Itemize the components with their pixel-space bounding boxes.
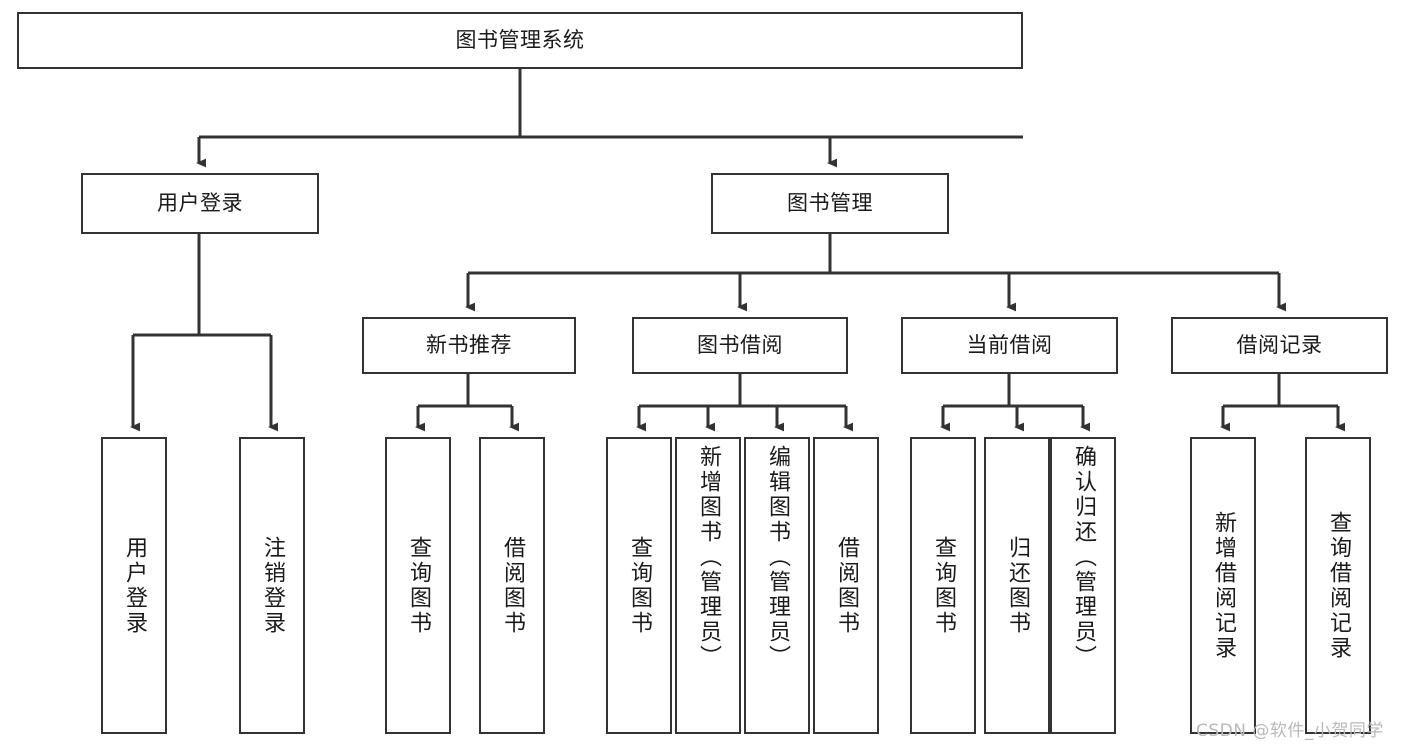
node-leaf-borrow-book-recommend[interactable]: 借阅图书	[479, 437, 545, 734]
node-borrow-record[interactable]: 借阅记录	[1171, 317, 1388, 374]
node-root[interactable]: 图书管理系统	[17, 12, 1023, 69]
node-leaf-query-book-recommend[interactable]: 查询图书	[385, 437, 451, 734]
watermark: CSDN @软件_小贺同学	[1196, 721, 1384, 741]
node-leaf-query-borrow-record[interactable]: 查询借阅记录	[1305, 437, 1371, 734]
node-leaf-user-login[interactable]: 用户登录	[101, 437, 167, 734]
node-user-login[interactable]: 用户登录	[81, 173, 319, 234]
node-leaf-query-book-current[interactable]: 查询图书	[910, 437, 976, 734]
node-leaf-borrow-book-label: 借阅图书	[834, 535, 859, 636]
node-current-borrow[interactable]: 当前借阅	[901, 317, 1118, 374]
node-leaf-add-borrow-record[interactable]: 新增借阅记录	[1190, 437, 1256, 734]
node-leaf-return-book-label: 归还图书	[1005, 535, 1030, 636]
node-book-manage[interactable]: 图书管理	[711, 173, 949, 234]
node-user-login-label: 用户登录	[157, 191, 243, 216]
node-new-book-recommend[interactable]: 新书推荐	[362, 317, 576, 374]
node-leaf-logout-label: 注销登录	[260, 535, 285, 636]
node-leaf-borrow-book[interactable]: 借阅图书	[813, 437, 879, 734]
node-leaf-logout[interactable]: 注销登录	[239, 437, 305, 734]
node-leaf-confirm-return-label: 确认归还（管理员）	[1071, 445, 1096, 670]
node-leaf-add-book[interactable]: 新增图书（管理员）	[675, 437, 741, 734]
node-leaf-query-book-recommend-label: 查询图书	[406, 535, 431, 636]
node-leaf-query-book[interactable]: 查询图书	[606, 437, 672, 734]
node-borrow-record-label: 借阅记录	[1236, 333, 1323, 358]
node-leaf-query-borrow-record-label: 查询借阅记录	[1326, 510, 1351, 661]
node-current-borrow-label: 当前借阅	[966, 333, 1053, 358]
node-leaf-user-login-label: 用户登录	[122, 535, 147, 636]
node-leaf-add-borrow-record-label: 新增借阅记录	[1211, 510, 1236, 661]
node-leaf-add-book-label: 新增图书（管理员）	[696, 445, 721, 670]
node-leaf-query-book-current-label: 查询图书	[931, 535, 956, 636]
node-root-label: 图书管理系统	[455, 28, 585, 53]
node-book-manage-label: 图书管理	[787, 191, 873, 216]
node-book-borrow[interactable]: 图书借阅	[632, 317, 848, 374]
node-book-borrow-label: 图书借阅	[697, 333, 783, 358]
node-new-book-recommend-label: 新书推荐	[426, 333, 512, 358]
node-leaf-edit-book-label: 编辑图书（管理员）	[765, 445, 790, 670]
node-leaf-return-book[interactable]: 归还图书	[984, 437, 1050, 734]
node-leaf-confirm-return[interactable]: 确认归还（管理员）	[1050, 437, 1116, 734]
node-leaf-edit-book[interactable]: 编辑图书（管理员）	[744, 437, 810, 734]
node-leaf-borrow-book-recommend-label: 借阅图书	[500, 535, 525, 636]
node-leaf-query-book-label: 查询图书	[627, 535, 652, 636]
